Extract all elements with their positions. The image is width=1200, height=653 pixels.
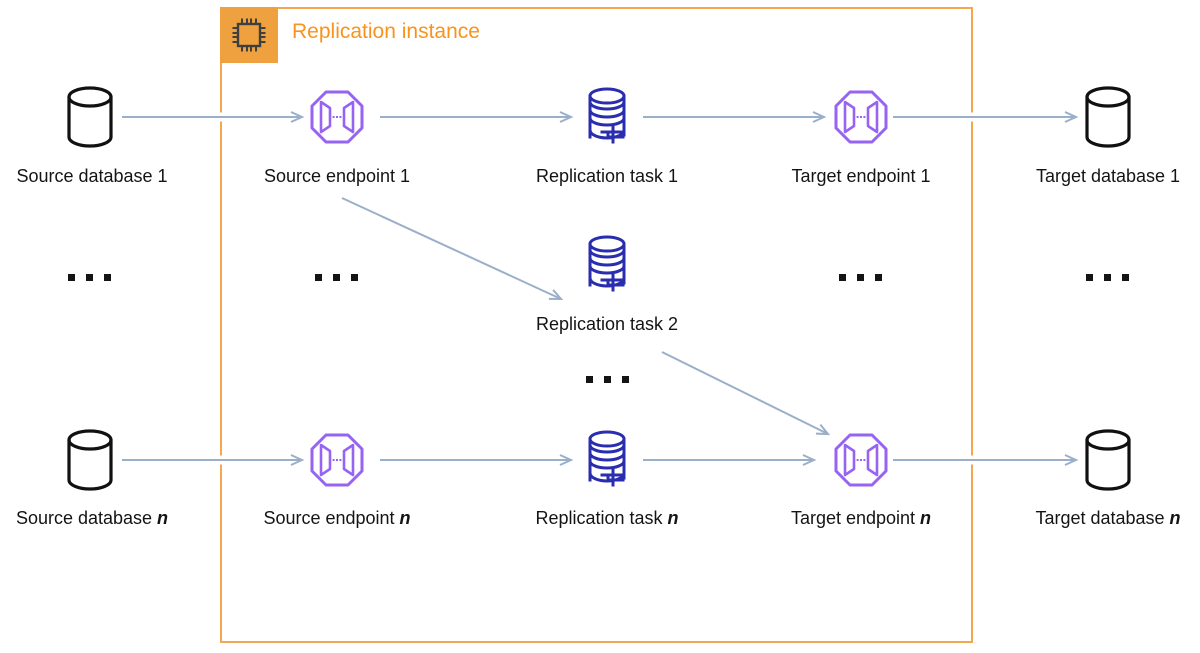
endpoint-octagon-icon bbox=[834, 433, 888, 487]
node-label-source-endpoint-n: Source endpoint n bbox=[263, 508, 411, 528]
node-label-source-endpoint-1: Source endpoint 1 bbox=[263, 166, 411, 186]
node-label-source-database-1: Source database 1 bbox=[16, 166, 168, 186]
ellipsis-target-database-column bbox=[1086, 274, 1129, 281]
ellipsis-source-database-column bbox=[68, 274, 111, 281]
endpoint-octagon-icon bbox=[834, 90, 888, 144]
ellipsis-target-endpoint-column bbox=[839, 274, 882, 281]
node-label-replication-task-1: Replication task 1 bbox=[535, 166, 679, 186]
dms-database-stack-icon bbox=[588, 235, 626, 292]
replication-instance-badge bbox=[220, 7, 278, 63]
dms-database-stack-icon bbox=[588, 87, 626, 144]
node-label-source-database-n: Source database n bbox=[15, 508, 169, 528]
chip-icon bbox=[232, 18, 266, 52]
replication-instance-label: Replication instance bbox=[292, 20, 480, 43]
database-cylinder-icon bbox=[1085, 429, 1131, 491]
endpoint-octagon-icon bbox=[310, 90, 364, 144]
ellipsis-replication-task-column bbox=[586, 376, 629, 383]
endpoint-octagon-icon bbox=[310, 433, 364, 487]
node-label-replication-task-n: Replication task n bbox=[535, 508, 679, 528]
database-cylinder-icon bbox=[67, 86, 113, 148]
database-cylinder-icon bbox=[67, 429, 113, 491]
dms-database-stack-icon bbox=[588, 430, 626, 487]
database-cylinder-icon bbox=[1085, 86, 1131, 148]
node-label-replication-task-2: Replication task 2 bbox=[535, 314, 679, 334]
node-label-target-endpoint-n: Target endpoint n bbox=[790, 508, 932, 528]
ellipsis-source-endpoint-column bbox=[315, 274, 358, 281]
node-label-target-database-1: Target database 1 bbox=[1035, 166, 1181, 186]
replication-instance-box bbox=[220, 7, 973, 643]
node-label-target-endpoint-1: Target endpoint 1 bbox=[791, 166, 931, 186]
node-label-target-database-n: Target database n bbox=[1035, 508, 1181, 528]
